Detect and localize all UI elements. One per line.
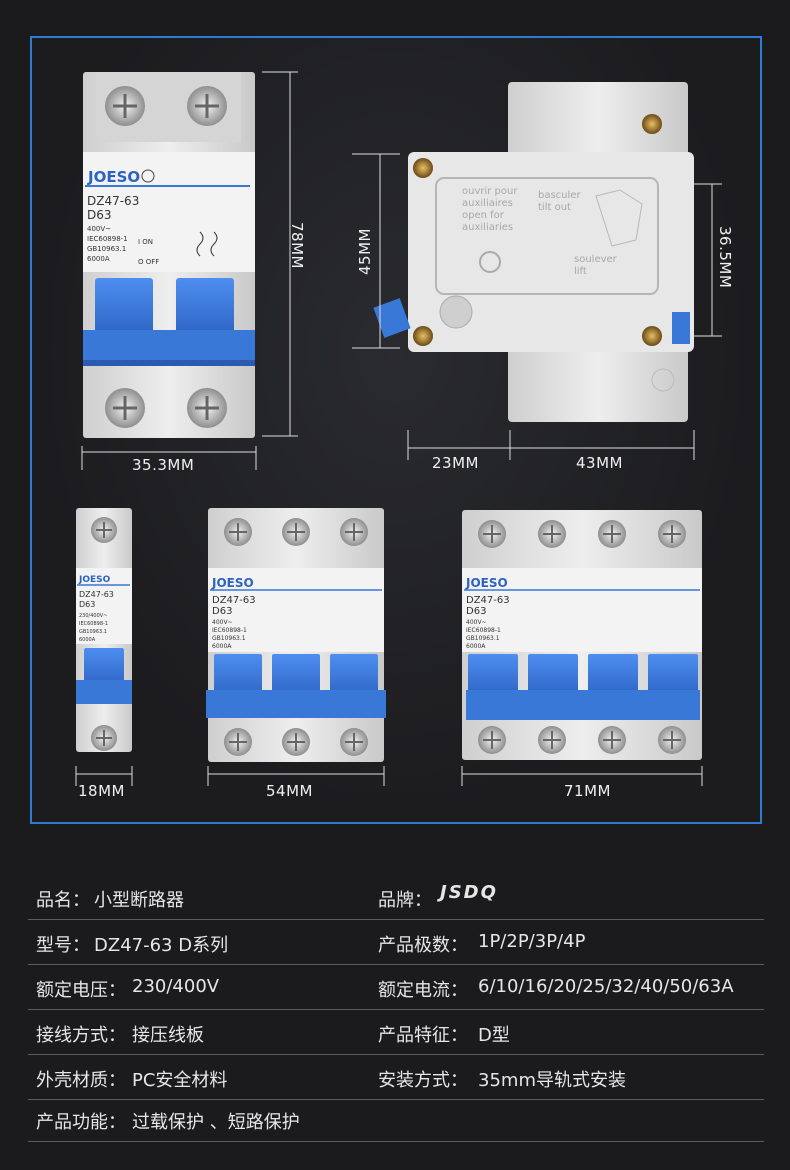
spec-label: 品名： bbox=[36, 890, 90, 911]
spec-value: 35mm导轨式安装 bbox=[478, 1070, 626, 1091]
label-rating-2p: D63 bbox=[87, 208, 112, 222]
label-on-2p: I ON bbox=[138, 238, 153, 246]
breaker-3p: JOESO DZ47-63 D63 400V~ IEC60898-1 GB109… bbox=[206, 508, 386, 762]
row-divider bbox=[28, 1099, 764, 1100]
spec-label: 产品功能： bbox=[36, 1112, 126, 1133]
label-voltage-2p: 400V~ bbox=[87, 225, 111, 233]
label-model-4p: DZ47-63 bbox=[466, 595, 510, 606]
spec-value: 接压线板 bbox=[132, 1025, 204, 1046]
label-std1-4p: IEC60898-1 bbox=[466, 627, 501, 634]
dim-width-4p: 71MM bbox=[564, 782, 611, 800]
breaker-2p: JOESO DZ47-63 D63 400V~ IEC60898-1 GB109… bbox=[83, 72, 255, 438]
label-std2-4p: GB10963.1 bbox=[466, 635, 500, 642]
spec-value: 1P/2P/3P/4P bbox=[478, 931, 586, 952]
label-voltage-3p: 400V~ bbox=[212, 619, 233, 626]
label-capacity-2p: 6000A bbox=[87, 255, 110, 263]
label-brand-1p: JOESO bbox=[78, 575, 111, 585]
dim-side-depth-front: 23MM bbox=[432, 454, 479, 472]
spec-value: D型 bbox=[478, 1025, 510, 1046]
spec-label: 额定电压： bbox=[36, 980, 126, 1001]
side-text-en1: open for bbox=[462, 210, 505, 221]
row-divider bbox=[28, 1141, 764, 1142]
spec-label: 接线方式： bbox=[36, 1025, 126, 1046]
label-brand-2p: JOESO bbox=[87, 168, 140, 186]
dim-width-1p: 18MM bbox=[78, 782, 125, 800]
spec-label: 额定电流： bbox=[378, 980, 468, 1001]
spec-row: 外壳材质： PC安全材料 安装方式： 35mm导轨式安装 bbox=[28, 1058, 764, 1100]
label-model-2p: DZ47-63 bbox=[87, 194, 139, 208]
spec-label: 安装方式： bbox=[378, 1070, 468, 1091]
spec-value: DZ47-63 D系列 bbox=[94, 935, 229, 956]
row-divider bbox=[28, 964, 764, 965]
spec-value: 6/10/16/20/25/32/40/50/63A bbox=[478, 976, 734, 997]
label-model-1p: DZ47-63 bbox=[79, 590, 114, 599]
spec-label: 产品极数： bbox=[378, 935, 468, 956]
spec-value: 230/400V bbox=[132, 976, 220, 997]
label-capacity-4p: 6000A bbox=[466, 643, 486, 650]
label-voltage-4p: 400V~ bbox=[466, 619, 487, 626]
label-rating-4p: D63 bbox=[466, 606, 486, 617]
label-voltage-1p: 230/400V~ bbox=[79, 613, 107, 619]
label-capacity-1p: 6000A bbox=[79, 637, 96, 643]
label-std1-1p: IEC60898-1 bbox=[79, 621, 108, 627]
label-off-2p: O OFF bbox=[138, 258, 159, 266]
side-text-fr4: tilt out bbox=[538, 202, 571, 213]
side-text-fr5: soulever bbox=[574, 254, 618, 265]
breaker-4p: JOESO DZ47-63 D63 400V~ IEC60898-1 GB109… bbox=[462, 510, 702, 760]
spec-row: 产品功能： 过载保护 、短路保护 bbox=[28, 1100, 764, 1142]
spec-row: 接线方式： 接压线板 产品特征： D型 bbox=[28, 1013, 764, 1055]
side-text-en2: auxiliaries bbox=[462, 222, 513, 233]
dim-width-2p: 35.3MM bbox=[132, 456, 195, 474]
spec-label: 外壳材质： bbox=[36, 1070, 126, 1091]
spec-row: 型号： DZ47-63 D系列 产品极数： 1P/2P/3P/4P bbox=[28, 923, 764, 965]
spec-label: 型号： bbox=[36, 935, 90, 956]
row-divider bbox=[28, 1054, 764, 1055]
spec-value: PC安全材料 bbox=[132, 1070, 228, 1091]
breaker-1p: JOESO DZ47-63 D63 230/400V~ IEC60898-1 G… bbox=[76, 508, 132, 752]
side-text-fr3: basculer bbox=[538, 190, 581, 201]
label-rating-3p: D63 bbox=[212, 606, 232, 617]
label-std2-1p: GB10963.1 bbox=[79, 629, 107, 635]
label-std2-3p: GB10963.1 bbox=[212, 635, 246, 642]
label-capacity-3p: 6000A bbox=[212, 643, 232, 650]
spec-row: 品名： 小型断路器 品牌： JSDQ bbox=[28, 878, 764, 920]
spec-value: 过载保护 、短路保护 bbox=[132, 1112, 300, 1133]
label-std1-3p: IEC60898-1 bbox=[212, 627, 247, 634]
brand-logo: JSDQ bbox=[440, 882, 498, 903]
dim-side-clip: 36.5MM bbox=[716, 226, 734, 289]
spec-label: 产品特征： bbox=[378, 1025, 468, 1046]
side-text-fr2: auxiliaires bbox=[462, 198, 513, 209]
side-text-en5: lift bbox=[574, 266, 587, 277]
label-rating-1p: D63 bbox=[79, 600, 95, 609]
row-divider bbox=[28, 919, 764, 920]
dim-width-3p: 54MM bbox=[266, 782, 313, 800]
spec-row: 额定电压： 230/400V 额定电流： 6/10/16/20/25/32/40… bbox=[28, 968, 764, 1010]
spec-table: 品名： 小型断路器 品牌： JSDQ 型号： DZ47-63 D系列 产品极数：… bbox=[0, 860, 790, 1170]
dim-side-height: 45MM bbox=[356, 228, 374, 275]
spec-value: 小型断路器 bbox=[94, 890, 184, 911]
side-text-fr1: ouvrir pour bbox=[462, 186, 518, 197]
label-brand-4p: JOESO bbox=[465, 576, 508, 590]
dim-height-2p: 78MM bbox=[288, 222, 306, 269]
row-divider bbox=[28, 1009, 764, 1010]
breaker-side-view: ouvrir pour auxiliaires open for auxilia… bbox=[373, 82, 694, 422]
label-model-3p: DZ47-63 bbox=[212, 595, 256, 606]
label-std2-2p: GB10963.1 bbox=[87, 245, 126, 253]
product-illustrations: JOESO DZ47-63 D63 400V~ IEC60898-1 GB109… bbox=[75, 71, 722, 786]
label-std1-2p: IEC60898-1 bbox=[87, 235, 128, 243]
spec-label: 品牌： bbox=[378, 890, 432, 911]
label-brand-3p: JOESO bbox=[211, 576, 254, 590]
dim-side-depth-rear: 43MM bbox=[576, 454, 623, 472]
